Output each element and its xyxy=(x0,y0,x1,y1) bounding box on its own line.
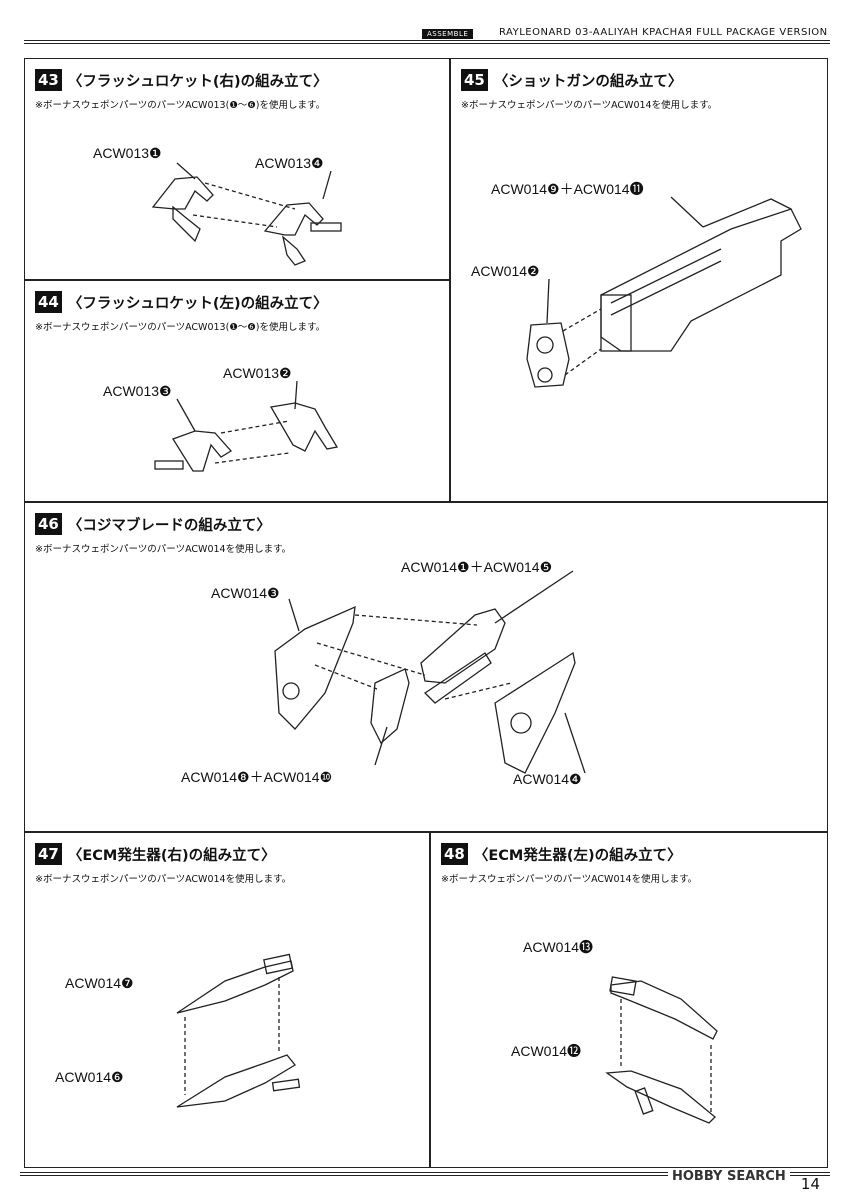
step-44-panel: 44 〈フラッシュロケット(左)の組み立て〉 ※ボーナスウェポンパーツのパーツA… xyxy=(24,280,450,502)
part-label: ACW013❸ xyxy=(103,383,172,399)
step-47-panel: 47 〈ECM発生器(右)の組み立て〉 ※ボーナスウェポンパーツのパーツACW0… xyxy=(24,832,430,1168)
step-48-panel: 48 〈ECM発生器(左)の組み立て〉 ※ボーナスウェポンパーツのパーツACW0… xyxy=(430,832,828,1168)
part-label: ACW014❻ xyxy=(55,1069,124,1085)
step-title: 〈フラッシュロケット(左)の組み立て〉 xyxy=(67,295,328,312)
part-label: ACW014❼ xyxy=(65,975,134,991)
page-number: 14 xyxy=(800,1175,820,1193)
step-number: 44 xyxy=(35,291,62,313)
step-note: ※ボーナスウェポンパーツのパーツACW014を使用します。 xyxy=(35,544,292,555)
step-43-illustration xyxy=(151,162,342,266)
step-number: 46 xyxy=(35,513,62,535)
step-heading: 43 〈フラッシュロケット(右)の組み立て〉 xyxy=(35,69,328,91)
step-46-panel: 46 〈コジマブレードの組み立て〉 ※ボーナスウェポンパーツのパーツACW014… xyxy=(24,502,828,832)
part-label: ACW014❶＋ACW014❺ xyxy=(401,559,553,575)
step-heading: 44 〈フラッシュロケット(左)の組み立て〉 xyxy=(35,291,328,313)
part-label: ACW014❾＋ACW014⓫ xyxy=(491,181,644,197)
watermark: HOBBY SEARCH xyxy=(668,1169,790,1184)
step-heading: 46 〈コジマブレードの組み立て〉 xyxy=(35,513,271,535)
step-note: ※ボーナスウェポンパーツのパーツACW013(❶〜❻)を使用します。 xyxy=(35,100,326,111)
step-title: 〈ECM発生器(左)の組み立て〉 xyxy=(473,847,682,864)
step-note: ※ボーナスウェポンパーツのパーツACW014を使用します。 xyxy=(461,100,718,111)
step-number: 43 xyxy=(35,69,62,91)
step-title: 〈ECM発生器(右)の組み立て〉 xyxy=(67,847,276,864)
step-47-illustration xyxy=(176,953,301,1108)
part-label: ACW014❸ xyxy=(211,585,280,601)
header-rule xyxy=(24,40,830,41)
step-number: 45 xyxy=(461,69,488,91)
step-note: ※ボーナスウェポンパーツのパーツACW013(❶〜❻)を使用します。 xyxy=(35,322,326,333)
step-43-panel: 43 〈フラッシュロケット(右)の組み立て〉 ※ボーナスウェポンパーツのパーツA… xyxy=(24,58,450,280)
step-number: 48 xyxy=(441,843,468,865)
step-45-panel: 45 〈ショットガンの組み立て〉 ※ボーナスウェポンパーツのパーツACW014を… xyxy=(450,58,828,502)
step-title: 〈ショットガンの組み立て〉 xyxy=(493,73,683,90)
part-label: ACW014❽＋ACW014❿ xyxy=(181,769,333,785)
step-title: 〈フラッシュロケット(右)の組み立て〉 xyxy=(67,73,328,90)
step-45-illustration xyxy=(526,196,802,388)
step-title: 〈コジマブレードの組み立て〉 xyxy=(67,517,271,534)
part-label: ACW013❶ xyxy=(93,145,162,161)
page-header: ASSEMBLE RAYLEONARD 03-AALIYAH KPACHAЯ F… xyxy=(24,18,830,44)
step-48-illustration xyxy=(605,976,718,1124)
part-label: ACW014⓭ xyxy=(523,939,594,955)
part-label: ACW014⓬ xyxy=(511,1043,582,1059)
part-label: ACW014❹ xyxy=(513,771,582,787)
step-44-illustration xyxy=(154,380,339,472)
footer-rule xyxy=(20,1175,830,1176)
header-rule xyxy=(24,43,830,44)
step-heading: 48 〈ECM発生器(左)の組み立て〉 xyxy=(441,843,682,865)
part-label: ACW013❹ xyxy=(255,155,324,171)
step-heading: 47 〈ECM発生器(右)の組み立て〉 xyxy=(35,843,276,865)
step-note: ※ボーナスウェポンパーツのパーツACW014を使用します。 xyxy=(35,874,292,885)
step-note: ※ボーナスウェポンパーツのパーツACW014を使用します。 xyxy=(441,874,698,885)
step-number: 47 xyxy=(35,843,62,865)
part-label: ACW013❷ xyxy=(223,365,292,381)
step-heading: 45 〈ショットガンの組み立て〉 xyxy=(461,69,682,91)
footer-rule xyxy=(20,1172,830,1173)
product-title: RAYLEONARD 03-AALIYAH KPACHAЯ FULL PACKA… xyxy=(499,27,828,38)
step-46-illustration xyxy=(274,570,586,774)
part-label: ACW014❷ xyxy=(471,263,540,279)
assemble-badge: ASSEMBLE xyxy=(422,29,474,39)
